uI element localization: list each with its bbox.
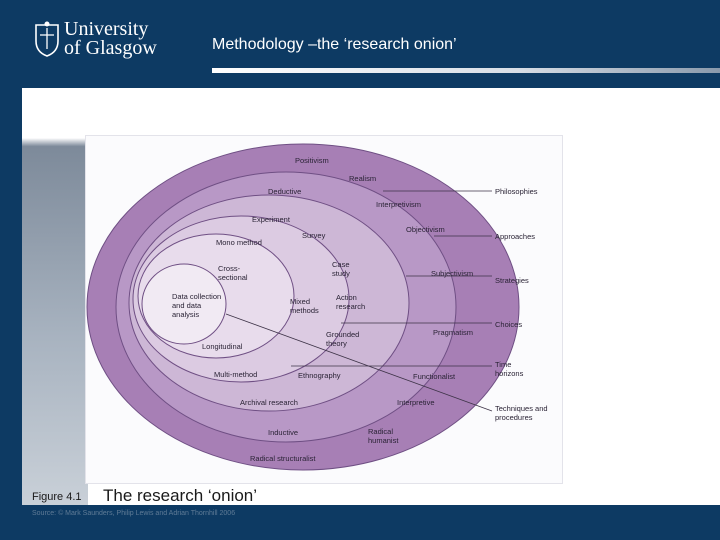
label-subjectivism: Subjectivism — [431, 269, 473, 278]
header-bar: University of Glasgow Methodology –the ‘… — [0, 0, 720, 88]
figure-source: Source: © Mark Saunders, Philip Lewis an… — [32, 510, 236, 517]
label-radical-structuralist: Radical structuralist — [250, 454, 316, 463]
leader-line-techniques — [225, 313, 493, 412]
legend-philosophies: Philosophies — [495, 187, 538, 196]
label-realism: Realism — [349, 174, 376, 183]
slide-title: Methodology –the ‘research onion’ — [212, 36, 457, 53]
figure-title: The research ‘onion’ — [103, 486, 258, 505]
title-underline — [212, 68, 720, 73]
research-onion-figure: Positivism Realism Interpretivism Object… — [85, 135, 563, 484]
legend-labels: PhilosophiesApproachesStrategiesChoicesT… — [495, 187, 548, 422]
label-cross-sectional: Cross-sectional — [218, 264, 248, 282]
legend-choices: Choices — [495, 320, 522, 329]
label-functionalist: Functionalist — [413, 372, 456, 381]
label-interpretive: Interpretive — [397, 398, 435, 407]
label-objectivism: Objectivism — [406, 225, 445, 234]
label-pragmatism: Pragmatism — [433, 328, 473, 337]
label-interpretivism: Interpretivism — [376, 200, 421, 209]
logo-text-university: University — [64, 18, 149, 40]
figure-number: Figure 4.1 — [32, 491, 82, 503]
label-survey: Survey — [302, 231, 326, 240]
ring-core — [141, 263, 227, 345]
label-deductive: Deductive — [268, 187, 301, 196]
label-multi-method: Multi-method — [214, 370, 257, 379]
label-longitudinal: Longitudinal — [202, 342, 243, 351]
left-shade-panel — [22, 88, 88, 505]
research-onion-diagram: Positivism Realism Interpretivism Object… — [86, 143, 548, 471]
label-mono-method: Mono method — [216, 238, 262, 247]
label-ethnography: Ethnography — [298, 371, 341, 380]
logo-text-of-glasgow: of Glasgow — [64, 37, 157, 59]
legend-strategies: Strategies — [495, 276, 529, 285]
label-inductive: Inductive — [268, 428, 298, 437]
leader-lines — [225, 190, 493, 412]
crest-icon — [35, 21, 59, 57]
university-logo: University of Glasgow — [34, 17, 164, 61]
label-positivism: Positivism — [295, 156, 329, 165]
label-archival-research: Archival research — [240, 398, 298, 407]
footer-bar — [0, 505, 720, 540]
legend-approaches: Approaches — [495, 232, 535, 241]
label-experiment: Experiment — [252, 215, 291, 224]
